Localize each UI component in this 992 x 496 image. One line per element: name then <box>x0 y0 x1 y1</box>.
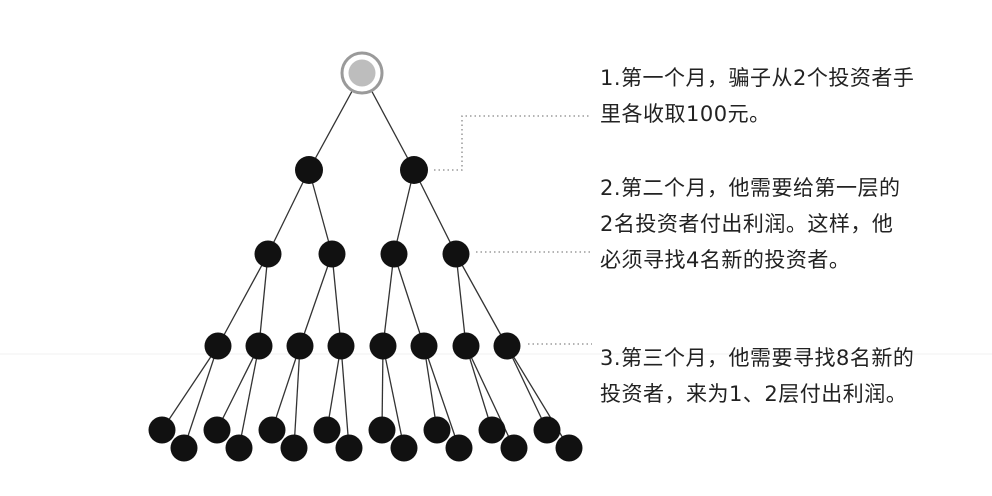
month-3-investors-node <box>410 332 438 360</box>
tree-edge <box>413 169 457 255</box>
month-4-investors-node <box>555 434 583 462</box>
month-3-investors-node <box>286 332 314 360</box>
tree-edge <box>340 345 350 449</box>
tree-edge <box>382 253 395 347</box>
tree-edge <box>455 253 508 347</box>
month-4-investors-node <box>225 434 253 462</box>
note-month-1: 1.第一个月，骗子从2个投资者手 里各收取100元。 <box>600 66 915 126</box>
tree-edge <box>267 169 310 255</box>
tree-edge <box>161 345 219 431</box>
month-1-investors-node <box>400 156 428 184</box>
tree-nodes <box>148 51 583 462</box>
tree-edge <box>217 253 269 347</box>
month-4-investors-node <box>478 416 506 444</box>
month-4-investors-node <box>258 416 286 444</box>
month-4-investors-node <box>445 434 473 462</box>
tree-edge <box>299 253 333 347</box>
month-3-investors-node <box>493 332 521 360</box>
tree-edge <box>393 253 425 347</box>
tree-edge <box>271 345 301 431</box>
month-2-investors-node <box>254 240 282 268</box>
month-3-investors-node <box>327 332 355 360</box>
tree-edge <box>393 169 415 255</box>
tree-edge <box>506 345 548 431</box>
month-4-investors-node <box>423 416 451 444</box>
tree-edge <box>258 253 269 347</box>
month-4-investors-node <box>390 434 418 462</box>
tree-edge <box>423 345 460 449</box>
month-3-investors-node <box>452 332 480 360</box>
month-2-investors-node <box>380 240 408 268</box>
scammer-node <box>348 59 376 87</box>
tree-edge <box>238 345 260 449</box>
tree-edge <box>423 345 438 431</box>
tree-edge <box>331 253 342 347</box>
tree-edge <box>183 345 219 449</box>
month-3-investors-node <box>369 332 397 360</box>
tree-edges <box>161 72 570 449</box>
tree-edge <box>465 345 515 449</box>
connector-month-1 <box>434 115 590 171</box>
tree-edge <box>216 345 260 431</box>
note-month-3: 3.第三个月，他需要寻找8名新的 投资者，来为1、2层付出利润。 <box>600 346 915 406</box>
month-4-investors-node <box>313 416 341 444</box>
month-4-investors-node <box>280 434 308 462</box>
month-4-investors-node <box>335 434 363 462</box>
month-4-investors-node <box>500 434 528 462</box>
tree-edge <box>308 169 333 255</box>
month-4-investors-node <box>533 416 561 444</box>
month-2-investors-node <box>318 240 346 268</box>
month-2-investors-node <box>442 240 470 268</box>
tree-edge <box>455 253 467 347</box>
month-3-investors-node <box>204 332 232 360</box>
tree-edge <box>381 345 384 431</box>
tree-edge <box>326 345 342 431</box>
month-3-investors-node <box>245 332 273 360</box>
month-4-investors-node <box>368 416 396 444</box>
tree-edge <box>293 345 301 449</box>
month-4-investors-node <box>170 434 198 462</box>
tree-edge <box>465 345 493 431</box>
dotted-connectors <box>434 115 592 345</box>
tree-edge <box>382 345 405 449</box>
month-4-investors-node <box>203 416 231 444</box>
note-month-2: 2.第二个月，他需要给第一层的 2名投资者付出利润。这样，他 必须寻找4名新的投… <box>600 176 901 272</box>
month-1-investors-node <box>295 156 323 184</box>
month-4-investors-node <box>148 416 176 444</box>
